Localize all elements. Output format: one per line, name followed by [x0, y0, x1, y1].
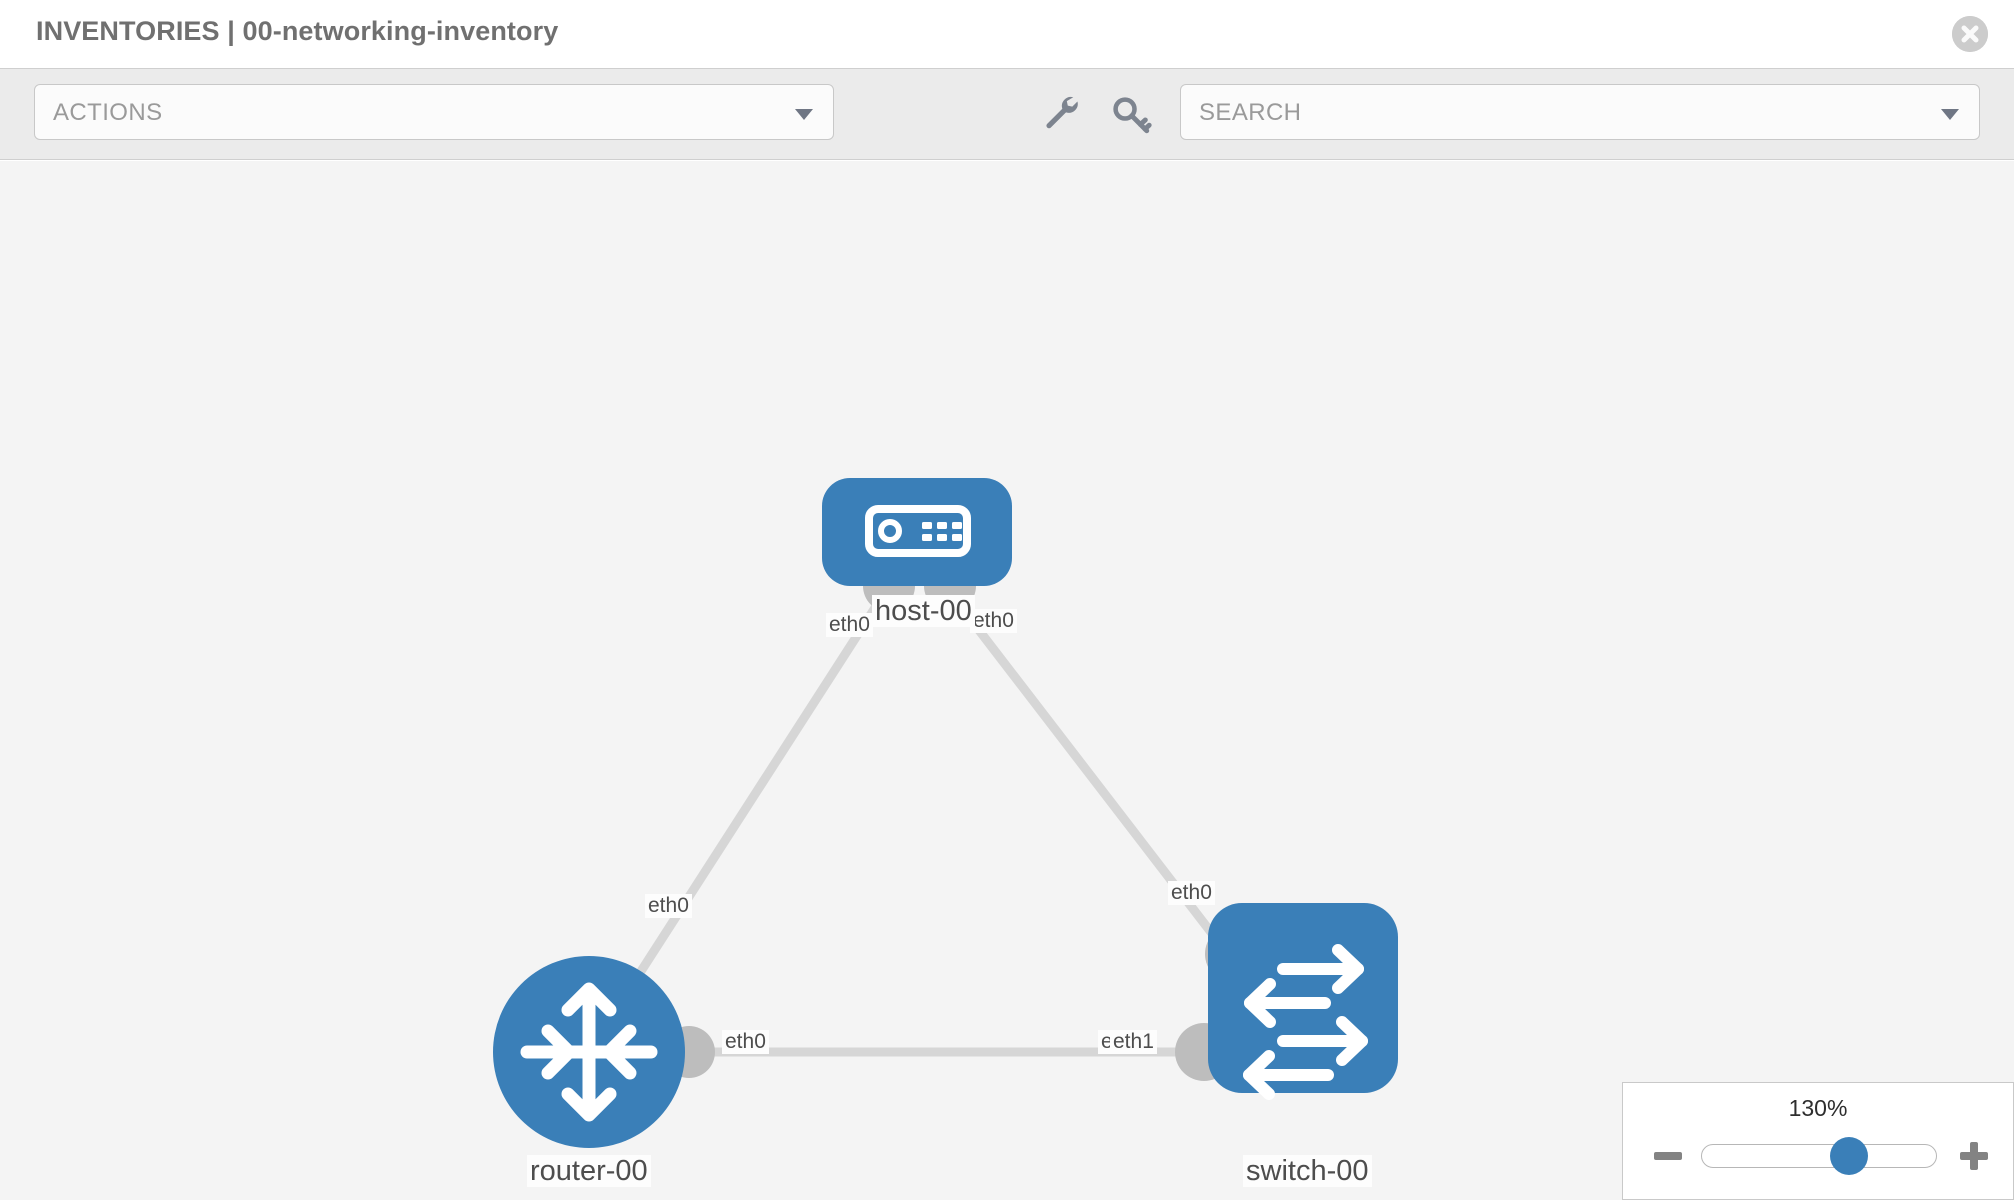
node-host-00[interactable]: [822, 478, 1012, 586]
zoom-slider-row: [1623, 1135, 2013, 1175]
key-icon[interactable]: [1110, 94, 1152, 136]
chevron-down-icon: [795, 109, 813, 120]
edge-label-router-switch-from: eth0: [722, 1030, 769, 1055]
plus-icon[interactable]: [1957, 1139, 1991, 1173]
edge-label-router-switch-to: eth1: [1110, 1030, 1157, 1055]
zoom-control-panel: 130%: [1622, 1082, 2014, 1200]
node-router-00[interactable]: [493, 956, 685, 1148]
node-label-switch-00: switch-00: [1243, 1155, 1372, 1188]
zoom-level-value: 130%: [1788, 1095, 1848, 1121]
node-switch-00[interactable]: [1208, 903, 1398, 1100]
wrench-icon[interactable]: [1042, 94, 1084, 136]
node-label-router-00: router-00: [527, 1155, 651, 1188]
edge-label-host-switch-to: eth0: [1168, 881, 1215, 906]
bidirectional-arrows-icon: [1243, 944, 1368, 1100]
page-header: INVENTORIES | 00-networking-inventory: [0, 0, 2014, 68]
close-icon[interactable]: [1952, 16, 1988, 52]
topology-canvas[interactable]: eth0 eth0 eth0 eth0 eth0 eth0 eth1 host-…: [0, 161, 2014, 1200]
server-device-icon: [865, 505, 971, 557]
topology-graph: [493, 478, 1398, 1148]
search-placeholder: SEARCH: [1199, 99, 1302, 126]
search-chevron-down-icon[interactable]: [1941, 109, 1959, 120]
actions-dropdown[interactable]: ACTIONS: [34, 84, 834, 140]
search-input[interactable]: SEARCH: [1180, 84, 1980, 140]
zoom-slider-track[interactable]: [1701, 1137, 1937, 1175]
four-way-arrows-icon: [520, 982, 658, 1122]
page-title: INVENTORIES | 00-networking-inventory: [36, 16, 559, 46]
actions-dropdown-label: ACTIONS: [53, 99, 163, 126]
edge-label-host-router-from: eth0: [826, 613, 873, 638]
zoom-slider-thumb[interactable]: [1830, 1137, 1869, 1175]
minus-icon[interactable]: [1651, 1139, 1685, 1173]
edge-label-host-router-to: eth0: [645, 894, 692, 919]
edge-label-host-switch-from: eth0: [970, 609, 1017, 634]
node-label-host-00: host-00: [872, 595, 975, 628]
